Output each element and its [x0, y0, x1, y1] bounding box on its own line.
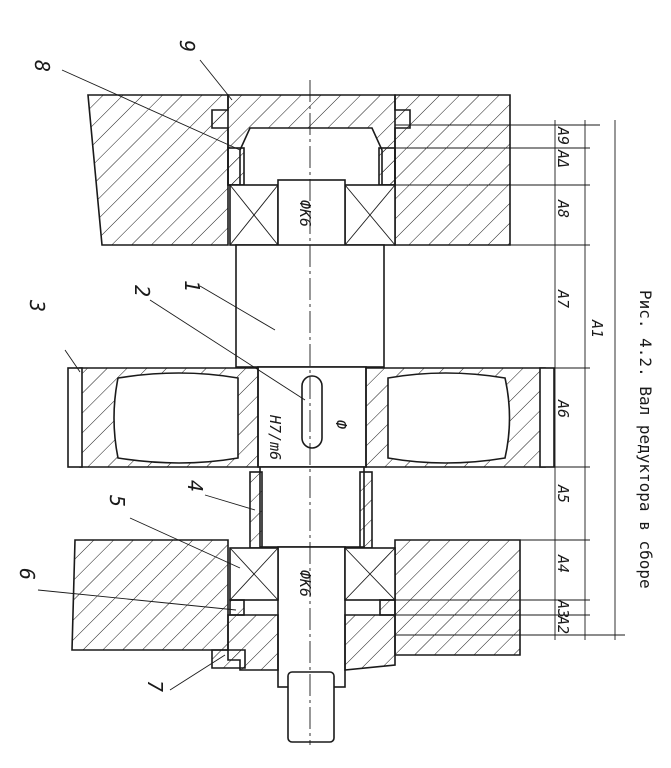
dim-a1: A1 — [588, 319, 606, 338]
leader-lines — [37, 59, 306, 691]
bearing-top — [229, 184, 396, 246]
dim-a7: A7 — [554, 289, 572, 308]
fit-gear: H7/m6 — [266, 414, 284, 460]
part-label-7: 7 — [143, 680, 167, 692]
part-label-3: 3 — [25, 299, 49, 312]
dim-a6: A6 — [554, 399, 572, 418]
cover-bottom — [211, 599, 396, 671]
part-label-9: 9 — [175, 40, 199, 52]
dim-a9: A9 — [554, 126, 572, 145]
fit-bearing-top: ФK6 — [296, 200, 314, 227]
dim-a-delta: AΔ — [554, 149, 572, 168]
sleeve — [249, 471, 373, 549]
bearing-bottom — [229, 547, 396, 601]
dim-a3: A3 — [554, 599, 572, 618]
cover-top — [211, 94, 411, 186]
housing-bottom — [71, 539, 521, 656]
dim-a2: A2 — [554, 615, 572, 634]
figure-caption: Рис. 4.2. Вал редуктора в сборе — [636, 290, 655, 589]
dim-a8: A8 — [554, 199, 572, 218]
part-label-4: 4 — [183, 480, 207, 492]
gear — [67, 367, 555, 468]
dimension-labels: A1 A2 A3 A4 A5 A6 A7 A8 A9 AΔ — [554, 126, 606, 634]
dimension-chain — [395, 120, 625, 640]
part-label-5: 5 — [105, 495, 129, 507]
part-label-1: 1 — [180, 280, 204, 292]
dim-a4: A4 — [554, 554, 572, 573]
fit-bearing-bottom: ФK6 — [296, 570, 314, 597]
fit-annotations: ФK6 ФK6 H7/m6 Ф — [266, 200, 350, 597]
part-label-8: 8 — [30, 60, 54, 72]
fit-gear-diameter: Ф — [332, 420, 350, 429]
part-numbers: 8 9 3 2 1 4 5 6 7 — [15, 40, 207, 692]
part-label-2: 2 — [130, 285, 154, 297]
part-label-6: 6 — [15, 568, 39, 580]
dim-a5: A5 — [554, 484, 572, 503]
